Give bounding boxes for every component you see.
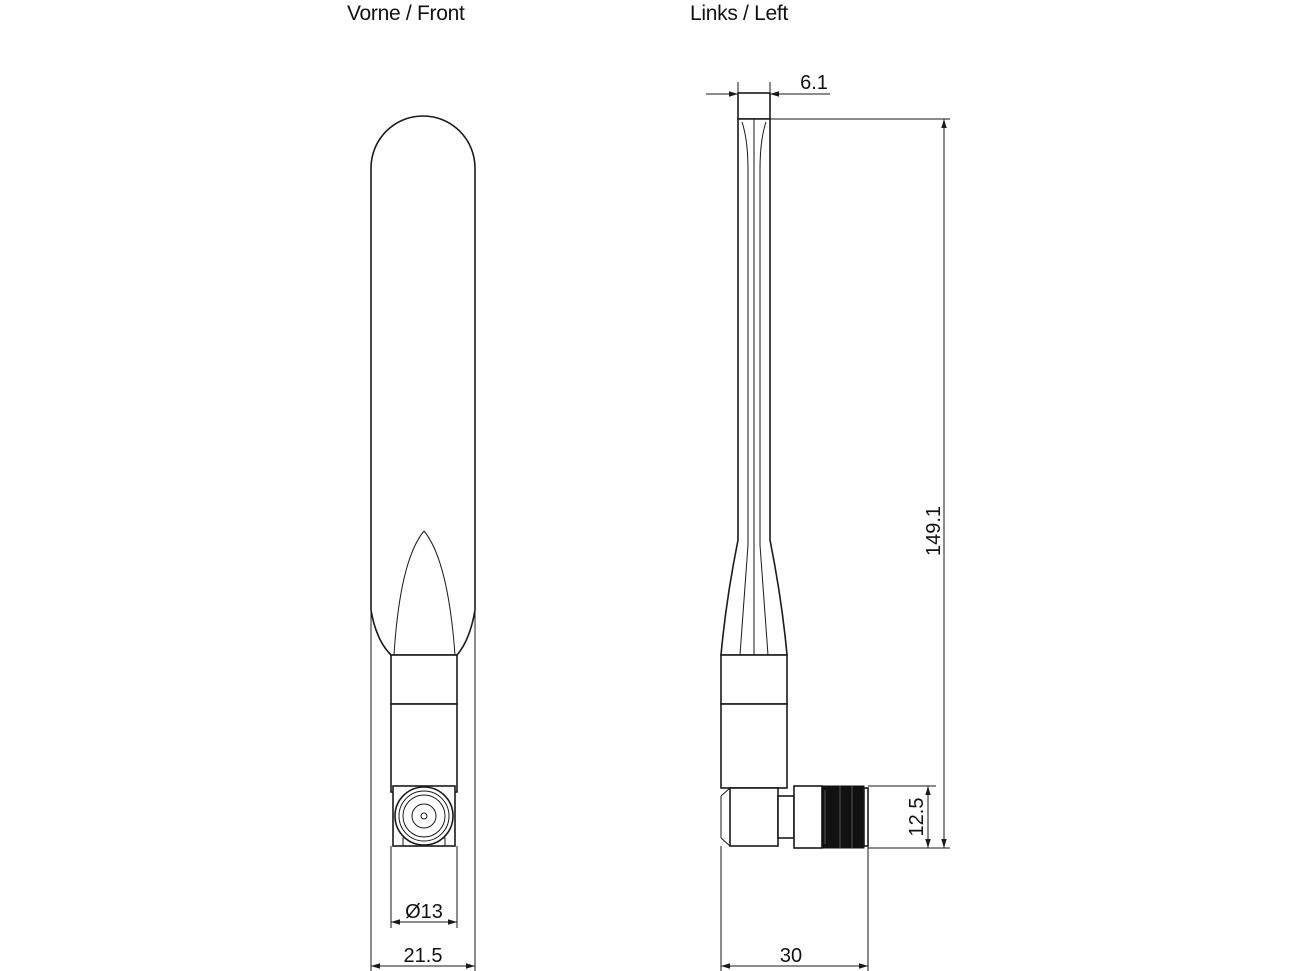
left-collar	[720, 654, 788, 705]
front-view: Ø13 21.5	[370, 115, 476, 971]
front-hinge-body	[390, 703, 458, 793]
left-view: 6.1 149.1 12.5 30	[706, 72, 950, 971]
front-view-title: Vorne / Front	[347, 2, 465, 25]
height-dimension-label: 149.1	[923, 506, 945, 556]
left-connector-barrel	[793, 785, 823, 849]
left-knurled-nut	[821, 785, 865, 849]
left-view-title: Links / Left	[690, 2, 788, 25]
width-dimension-label: 21.5	[404, 945, 443, 967]
left-hinge-body	[720, 703, 788, 789]
left-connector-sleeve	[777, 795, 795, 839]
front-collar	[390, 654, 458, 705]
thickness-dimension-label: 6.1	[800, 72, 828, 94]
front-antenna-blade	[370, 115, 476, 656]
diameter-dimension-label: Ø13	[405, 901, 443, 923]
left-connector-hex	[729, 787, 779, 847]
offset-dimension-label: 12.5	[906, 798, 928, 837]
depth-dimension-label: 30	[780, 945, 802, 967]
front-connector-outer	[394, 786, 454, 846]
left-blade-top	[737, 92, 771, 120]
front-inner-element	[393, 530, 456, 656]
